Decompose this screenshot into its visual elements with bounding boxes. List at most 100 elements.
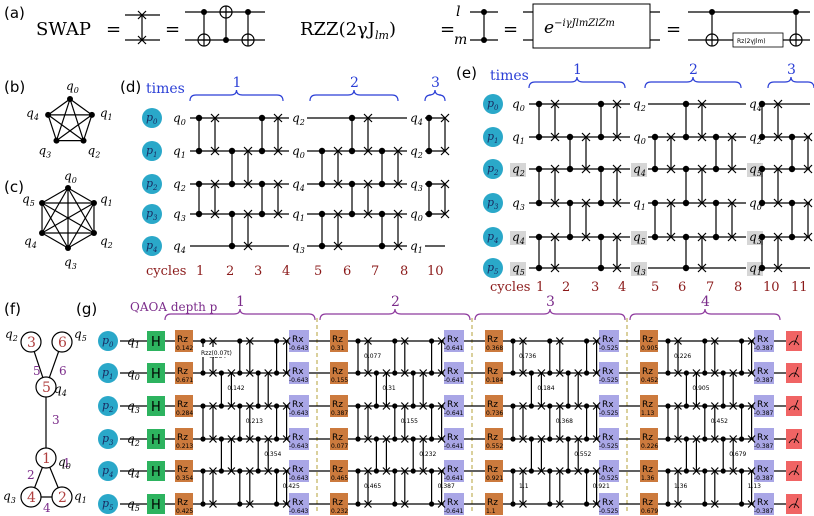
rx-value: -0.643 bbox=[289, 443, 309, 450]
control-dot bbox=[392, 501, 398, 507]
rzz-angle: 1.13 bbox=[748, 483, 762, 490]
swap-cross bbox=[727, 198, 737, 208]
cycle-number: 11 bbox=[791, 280, 808, 295]
swap-cross bbox=[592, 369, 601, 377]
cycle-number: 10 bbox=[763, 280, 780, 295]
depth-brace bbox=[629, 308, 781, 321]
rzz-angle: 0.905 bbox=[692, 385, 709, 392]
swap-cross bbox=[419, 435, 428, 443]
swap-cross bbox=[612, 263, 622, 273]
qubit-highlight bbox=[631, 163, 647, 177]
swap-cross bbox=[710, 500, 719, 508]
control-dot bbox=[274, 501, 280, 507]
swap-cross bbox=[612, 132, 622, 142]
panel-e-label: (e) bbox=[456, 64, 477, 82]
rz-label: Rz bbox=[642, 465, 653, 475]
swap-cross bbox=[440, 179, 450, 189]
rz-value: 0.921 bbox=[486, 475, 503, 482]
control-dot bbox=[274, 403, 280, 409]
control-dot bbox=[682, 233, 690, 241]
control-dot bbox=[510, 370, 516, 376]
swap-cross bbox=[400, 337, 409, 345]
control-dot bbox=[597, 133, 605, 141]
graph-node bbox=[65, 245, 71, 251]
depth-brace bbox=[474, 308, 626, 321]
swap-cross bbox=[245, 337, 254, 345]
cycles-label: cycles bbox=[490, 280, 530, 295]
control-dot bbox=[355, 436, 361, 442]
initial-qubit-label: q2 bbox=[173, 177, 186, 193]
control-dot bbox=[651, 165, 659, 173]
swap-cross bbox=[803, 198, 813, 208]
control-dot bbox=[318, 147, 326, 155]
swap-cross bbox=[692, 467, 701, 475]
swap-cross bbox=[519, 337, 527, 345]
swap-cross bbox=[710, 402, 719, 410]
swap-cross bbox=[519, 402, 527, 410]
rz-gate bbox=[330, 428, 348, 450]
control-dot bbox=[228, 210, 236, 218]
rx-gate bbox=[444, 395, 464, 417]
edge-weight: 1 bbox=[63, 456, 71, 470]
rx-value: -0.525 bbox=[599, 443, 619, 450]
rz-value: 0.155 bbox=[331, 377, 348, 384]
rzz-angle: 0.077 bbox=[364, 353, 381, 360]
swap-cross bbox=[697, 232, 707, 242]
rz-gate bbox=[330, 395, 348, 417]
rz-gate bbox=[640, 493, 658, 515]
rx-label: Rx bbox=[447, 498, 459, 508]
qubit-highlight bbox=[747, 163, 763, 177]
qubit-highlight bbox=[510, 163, 526, 177]
rzz-angle: 0.155 bbox=[401, 418, 418, 425]
swap-cross bbox=[727, 164, 737, 174]
rz-gate bbox=[330, 460, 348, 482]
logical-qubit-label: q3 bbox=[127, 399, 140, 415]
control-dot bbox=[274, 338, 280, 344]
swap-cross bbox=[243, 209, 253, 219]
swap-cross bbox=[537, 467, 546, 475]
rx-value: -0.387 bbox=[754, 475, 774, 482]
rx-gate bbox=[289, 362, 309, 384]
rzz-angle: 1.1 bbox=[519, 483, 529, 490]
brace-label: 2 bbox=[689, 62, 698, 78]
physical-qubit-2 bbox=[98, 396, 118, 416]
rz-value: 0.736 bbox=[486, 410, 503, 417]
rx-label: Rx bbox=[447, 367, 459, 377]
cycles-label: cycles bbox=[146, 264, 186, 279]
control-dot bbox=[665, 501, 671, 507]
control-dot bbox=[702, 403, 708, 409]
physical-qubit-4 bbox=[483, 227, 503, 247]
meter-icon bbox=[788, 432, 800, 444]
swap-cross bbox=[773, 132, 783, 142]
control-dot bbox=[355, 338, 361, 344]
swap-cross bbox=[555, 337, 564, 345]
control-dot bbox=[200, 403, 206, 409]
rx-gate bbox=[599, 362, 619, 384]
swap-cross bbox=[581, 232, 591, 242]
swap-cross bbox=[710, 435, 719, 443]
rx-label: Rx bbox=[757, 400, 769, 410]
rzz-angle: 0.465 bbox=[364, 483, 381, 490]
hadamard-gate bbox=[147, 331, 165, 351]
control-dot bbox=[355, 370, 361, 376]
swap-cross bbox=[550, 164, 560, 174]
equals-3: = bbox=[440, 19, 455, 40]
swap-cross bbox=[245, 435, 254, 443]
swap-cross bbox=[692, 435, 701, 443]
initial-qubit-label: q0 bbox=[173, 111, 186, 127]
meter-icon bbox=[788, 334, 800, 346]
control-dot bbox=[528, 436, 535, 442]
rx-gate bbox=[599, 460, 619, 482]
control-dot bbox=[429, 501, 435, 507]
control-dot bbox=[355, 468, 361, 474]
swap-cross bbox=[592, 500, 601, 508]
qubit-highlight bbox=[747, 262, 763, 276]
swap-cross bbox=[555, 369, 564, 377]
rx-value: -0.643 bbox=[289, 475, 309, 482]
brace-label: 3 bbox=[787, 62, 796, 78]
rz-label: Rz bbox=[177, 400, 188, 410]
control-dot bbox=[274, 436, 280, 442]
swap-cross bbox=[243, 146, 253, 156]
rx-gate bbox=[599, 395, 619, 417]
swap-cross bbox=[243, 241, 253, 251]
